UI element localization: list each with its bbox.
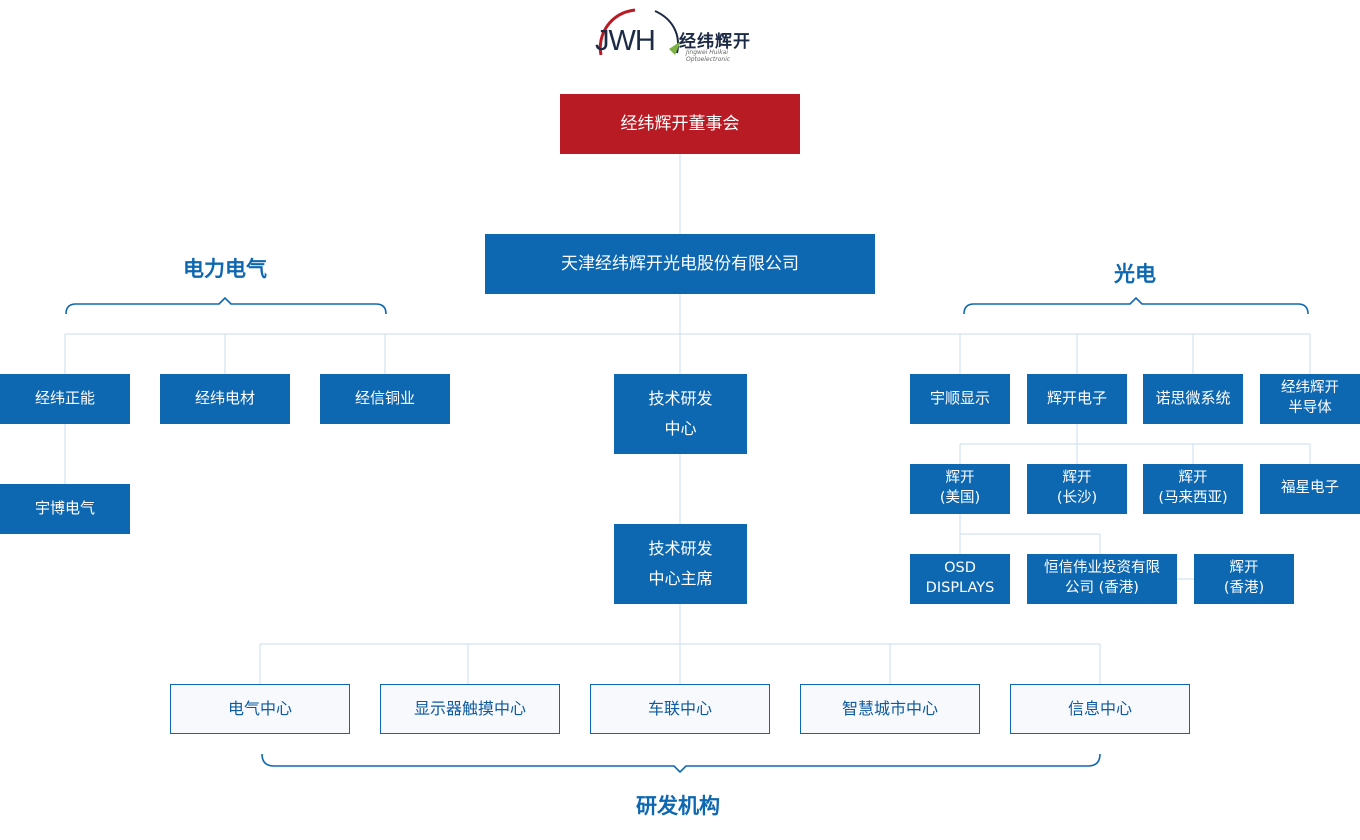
us-sub-box: OSD DISPLAYS [910,554,1010,604]
us-sub-box: 辉开 (香港) [1194,554,1294,604]
power-sub-child-box: 宇博电气 [0,484,130,534]
power-sub-box: 经纬电材 [160,374,290,424]
rd-chair-box: 技术研发 中心主席 [614,524,747,604]
rd-center-box: 技术研发 中心 [614,374,747,454]
logo-mark: JWH [595,25,656,57]
photo-sub-box: 辉开电子 [1027,374,1127,424]
power-sub-box: 经信铜业 [320,374,450,424]
company-box: 天津经纬辉开光电股份有限公司 [485,234,875,294]
rd-org-box: 车联中心 [590,684,770,734]
huikai-sub-box: 辉开 (长沙) [1027,464,1127,514]
huikai-sub-box: 福星电子 [1260,464,1360,514]
huikai-sub-box: 辉开 (马来西亚) [1143,464,1243,514]
rd-org-box: 显示器触摸中心 [380,684,560,734]
rd-org-box: 电气中心 [170,684,350,734]
section-photo-label: 光电 [1114,262,1156,286]
logo-swoosh-icon [598,8,681,56]
board-box: 经纬辉开董事会 [560,94,800,154]
photo-sub-box: 经纬辉开 半导体 [1260,374,1360,424]
logo-name-en: Jingwei Huikai Optoelectronic [686,49,731,63]
photo-sub-box: 诺思微系统 [1143,374,1243,424]
rd-org-box: 智慧城市中心 [800,684,980,734]
section-rnd-label: 研发机构 [636,794,720,818]
company-logo: JWH 经纬辉开 Jingwei Huikai Optoelectronic [595,5,770,75]
logo-name-cn: 经纬辉开 [679,32,751,52]
huikai-sub-box: 辉开 (美国) [910,464,1010,514]
photo-sub-box: 宇顺显示 [910,374,1010,424]
rd-org-box: 信息中心 [1010,684,1190,734]
power-sub-box: 经纬正能 [0,374,130,424]
us-sub-box: 恒信伟业投资有限 公司 (香港) [1027,554,1177,604]
section-power-label: 电力电气 [183,257,267,281]
